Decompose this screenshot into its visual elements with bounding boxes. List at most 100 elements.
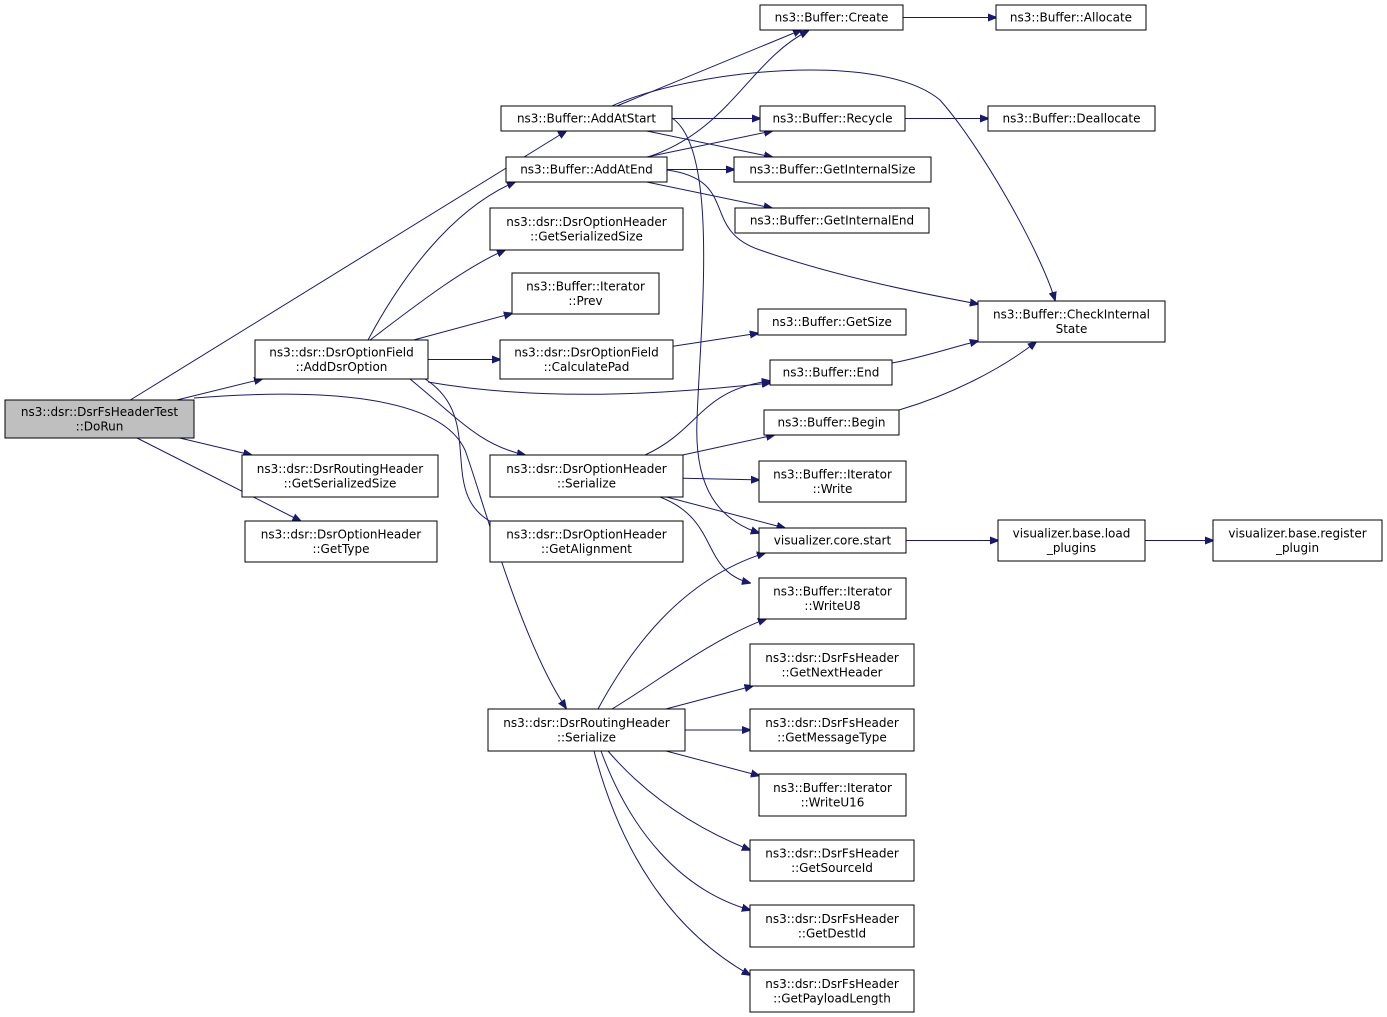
node-oh-getalign[interactable]: ns3::dsr::DsrOptionHeader::GetAlignment <box>489 520 684 563</box>
node-label: ns3::Buffer::GetInternalSize <box>749 163 915 177</box>
node-getsize[interactable]: ns3::Buffer::GetSize <box>757 308 907 336</box>
edge-addatend-to-getintend <box>646 181 772 208</box>
node-fs-paylen[interactable]: ns3::dsr::DsrFsHeader::GetPayloadLength <box>749 969 915 1013</box>
node-label: ns3::Buffer::GetSize <box>772 315 892 329</box>
edge-adddsr-to-oh_getser <box>369 250 505 341</box>
node-adddsr[interactable]: ns3::dsr::DsrOptionField::AddDsrOption <box>254 339 429 380</box>
node-addatstart[interactable]: ns3::Buffer::AddAtStart <box>500 105 673 132</box>
node-it-write[interactable]: ns3::Buffer::Iterator::Write <box>758 460 907 503</box>
node-dorun[interactable]: ns3::dsr::DsrFsHeaderTest::DoRun <box>4 399 195 439</box>
node-box <box>4 399 195 439</box>
node-box <box>487 708 686 752</box>
node-box <box>734 207 930 234</box>
node-box <box>749 904 915 948</box>
node-label: ns3::dsr::DsrOptionHeader <box>261 527 421 541</box>
node-box <box>759 105 906 132</box>
node-label: ns3::Buffer::Iterator <box>773 781 892 795</box>
node-create[interactable]: ns3::Buffer::Create <box>759 4 904 31</box>
node-box <box>758 773 907 817</box>
node-box <box>987 105 1156 132</box>
node-it-writeu8[interactable]: ns3::Buffer::Iterator::WriteU8 <box>758 577 907 620</box>
edge-end-to-checkint <box>891 341 978 364</box>
node-label: ns3::dsr::DsrFsHeader <box>765 846 899 860</box>
edge-dorun-to-addatstart <box>130 131 566 401</box>
edge-rh_serialize-to-fs_destid <box>600 750 750 910</box>
node-label: ::DoRun <box>76 419 124 433</box>
node-vis-load[interactable]: visualizer.base.load_plugins <box>997 519 1146 562</box>
node-box <box>769 359 893 386</box>
node-label: ns3::Buffer::AddAtStart <box>517 112 656 126</box>
node-label: ::Serialize <box>557 730 616 744</box>
node-label: ns3::dsr::DsrFsHeader <box>765 651 899 665</box>
node-vis-start[interactable]: visualizer.core.start <box>758 527 907 554</box>
nodes-layer: ns3::dsr::DsrFsHeaderTest::DoRunns3::dsr… <box>4 4 1383 1013</box>
node-oh-serialize[interactable]: ns3::dsr::DsrOptionHeader::Serialize <box>489 454 684 498</box>
node-label: ns3::Buffer::Iterator <box>773 467 892 481</box>
node-fs-msgtype[interactable]: ns3::dsr::DsrFsHeader::GetMessageType <box>749 708 915 752</box>
edge-dorun-to-rh_getser <box>179 437 252 455</box>
edge-addatstart-to-create <box>616 30 801 107</box>
edge-dorun-to-oh_gettype <box>136 437 301 521</box>
node-label: ns3::Buffer::Recycle <box>772 112 892 126</box>
edge-adddsr-to-end <box>427 382 770 395</box>
node-label: ::GetSerializedSize <box>284 476 397 490</box>
node-box <box>489 454 684 498</box>
node-label: ns3::dsr::DsrFsHeaderTest <box>21 405 178 419</box>
edge-begin-to-checkint <box>898 342 1036 411</box>
node-fs-nexthdr[interactable]: ns3::dsr::DsrFsHeader::GetNextHeader <box>749 643 915 687</box>
node-addatend[interactable]: ns3::Buffer::AddAtEnd <box>505 156 668 183</box>
node-box <box>241 454 439 498</box>
node-fs-srcid[interactable]: ns3::dsr::DsrFsHeader::GetSourceId <box>749 839 915 882</box>
node-box <box>733 156 932 183</box>
node-label: ns3::dsr::DsrRoutingHeader <box>503 716 669 730</box>
node-box <box>749 839 915 882</box>
node-label: visualizer.base.register <box>1228 526 1366 540</box>
node-label: ::GetSerializedSize <box>530 229 643 243</box>
node-it-writeu16[interactable]: ns3::Buffer::Iterator::WriteU16 <box>758 773 907 817</box>
edge-rh_serialize-to-it_writeu8 <box>611 619 766 710</box>
edge-rh_serialize-to-fs_nexthdr <box>665 686 753 710</box>
node-fs-destid[interactable]: ns3::dsr::DsrFsHeader::GetDestId <box>749 904 915 948</box>
node-oh-getser[interactable]: ns3::dsr::DsrOptionHeader::GetSerialized… <box>489 207 684 251</box>
node-box <box>244 520 438 563</box>
node-getintend[interactable]: ns3::Buffer::GetInternalEnd <box>734 207 930 234</box>
node-label: ns3::dsr::DsrFsHeader <box>765 977 899 991</box>
node-begin[interactable]: ns3::Buffer::Begin <box>763 409 900 436</box>
node-box <box>977 300 1166 343</box>
node-oh-gettype[interactable]: ns3::dsr::DsrOptionHeader::GetType <box>244 520 438 563</box>
edge-oh_serialize-to-it_write <box>682 478 759 480</box>
node-label: ns3::Buffer::Begin <box>777 416 885 430</box>
edge-dorun-to-adddsr <box>176 379 262 401</box>
edge-adddsr-to-oh_serialize <box>409 378 525 455</box>
node-allocate[interactable]: ns3::Buffer::Allocate <box>995 4 1147 31</box>
node-rh-serialize[interactable]: ns3::dsr::DsrRoutingHeader::Serialize <box>487 708 686 752</box>
edge-oh_serialize-to-it_writeu8 <box>659 496 750 583</box>
edge-dorun-to-rh_serialize <box>193 393 566 708</box>
node-rh-getser[interactable]: ns3::dsr::DsrRoutingHeader::GetSerialize… <box>241 454 439 498</box>
node-recycle[interactable]: ns3::Buffer::Recycle <box>759 105 906 132</box>
node-label: ns3::dsr::DsrOptionField <box>514 345 658 359</box>
node-calcpad[interactable]: ns3::dsr::DsrOptionField::CalculatePad <box>499 339 674 380</box>
node-label: ::GetNextHeader <box>781 665 882 679</box>
node-getintsize[interactable]: ns3::Buffer::GetInternalSize <box>733 156 932 183</box>
node-label: ::WriteU8 <box>804 599 860 613</box>
node-label: ns3::Buffer::GetInternalEnd <box>750 214 914 228</box>
node-end[interactable]: ns3::Buffer::End <box>769 359 893 386</box>
node-label: ns3::dsr::DsrOptionHeader <box>506 462 666 476</box>
node-vis-register[interactable]: visualizer.base.register_plugin <box>1212 519 1383 562</box>
node-box <box>489 207 684 251</box>
node-label: _plugins <box>1046 541 1096 555</box>
node-box <box>995 4 1147 31</box>
node-label: ns3::dsr::DsrOptionField <box>269 345 413 359</box>
node-it-prev[interactable]: ns3::Buffer::Iterator::Prev <box>511 272 660 315</box>
edge-oh_serialize-to-begin <box>682 435 775 456</box>
node-label: ns3::dsr::DsrRoutingHeader <box>257 462 423 476</box>
node-label: ns3::dsr::DsrFsHeader <box>765 912 899 926</box>
node-deallocate[interactable]: ns3::Buffer::Deallocate <box>987 105 1156 132</box>
node-label: ns3::Buffer::Create <box>775 11 889 25</box>
node-label: ns3::Buffer::Allocate <box>1010 11 1132 25</box>
node-label: ns3::Buffer::CheckInternal <box>993 307 1150 321</box>
node-box <box>500 105 673 132</box>
